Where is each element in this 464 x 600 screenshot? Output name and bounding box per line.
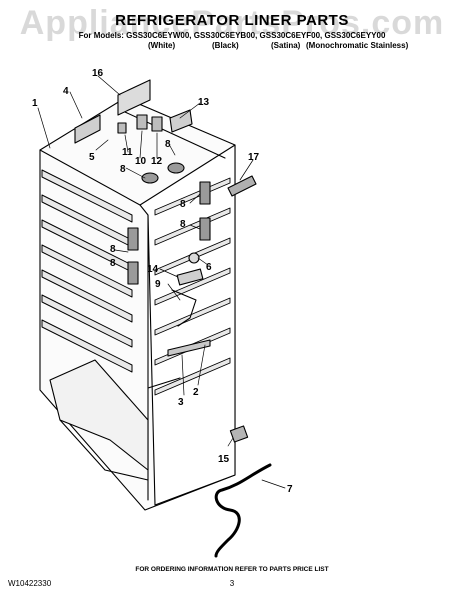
- callout-8: 8: [120, 164, 126, 175]
- callout-8: 8: [180, 199, 186, 210]
- variant-black: (Black): [212, 41, 239, 50]
- page-number: 3: [229, 579, 235, 588]
- part-3-drain-channel: [147, 377, 181, 389]
- callout-5: 5: [89, 152, 95, 163]
- ordering-note: FOR ORDERING INFORMATION REFER TO PARTS …: [135, 566, 329, 573]
- callout-4: 4: [63, 86, 69, 97]
- callout-16: 16: [92, 68, 104, 79]
- variant-monochromatic-stainless: (Monochromatic Stainless): [306, 41, 409, 50]
- variant-white: (White): [148, 41, 176, 50]
- part-2-drain-strip: [167, 339, 211, 357]
- callout-8: 8: [110, 258, 116, 269]
- part-17-water-tube-fitting: [227, 175, 257, 197]
- callout-12: 12: [151, 156, 163, 167]
- part-8-shelf-support: [127, 261, 139, 285]
- part-8-shelf-support: [127, 227, 139, 251]
- callout-8: 8: [110, 244, 116, 255]
- callout-3: 3: [178, 397, 184, 408]
- callout-15: 15: [218, 454, 230, 465]
- part-16-air-duct: [117, 79, 151, 116]
- part-12-bracket: [151, 116, 163, 132]
- callout-8: 8: [180, 219, 186, 230]
- callout-13: 13: [198, 97, 210, 108]
- callout-8: 8: [165, 139, 171, 150]
- part-8-shelf-support: [199, 181, 211, 205]
- part-7-hose: [214, 463, 272, 558]
- part-6-light-socket: [188, 252, 200, 264]
- left-wall-shelf-ribs: [41, 169, 133, 373]
- page-title: REFRIGERATOR LINER PARTS: [115, 12, 349, 29]
- callout-7: 7: [287, 484, 293, 495]
- part-8-shelf-support: [141, 172, 159, 184]
- part-13-light-housing: [169, 109, 193, 133]
- part-11-clip: [117, 122, 127, 134]
- callout-2: 2: [193, 387, 199, 398]
- callout-17: 17: [248, 152, 260, 163]
- watermark: AppliancePartsPros.com: [19, 4, 445, 42]
- callout-11: 11: [122, 147, 133, 158]
- callout-10: 10: [135, 156, 147, 167]
- part-9-heater: [171, 289, 197, 327]
- callout-14: 14: [147, 264, 159, 275]
- callout-1: 1: [32, 98, 38, 109]
- part-10-bracket: [136, 114, 148, 130]
- variant-satina: (Satina): [271, 41, 301, 50]
- model-list: For Models: GSS30C6EYW00, GSS30C6EYB00, …: [78, 31, 386, 40]
- callout-6: 6: [206, 262, 212, 273]
- part-14-thermistor-housing: [176, 268, 204, 286]
- right-wall-shelf-ribs: [154, 177, 231, 396]
- part-15-hose-fitting: [229, 425, 249, 443]
- callout-9: 9: [155, 279, 161, 290]
- part-8-shelf-support: [167, 162, 185, 174]
- part-4-damper-housing: [74, 114, 101, 144]
- document-number: W10422330: [8, 579, 52, 588]
- part-8-shelf-support: [199, 217, 211, 241]
